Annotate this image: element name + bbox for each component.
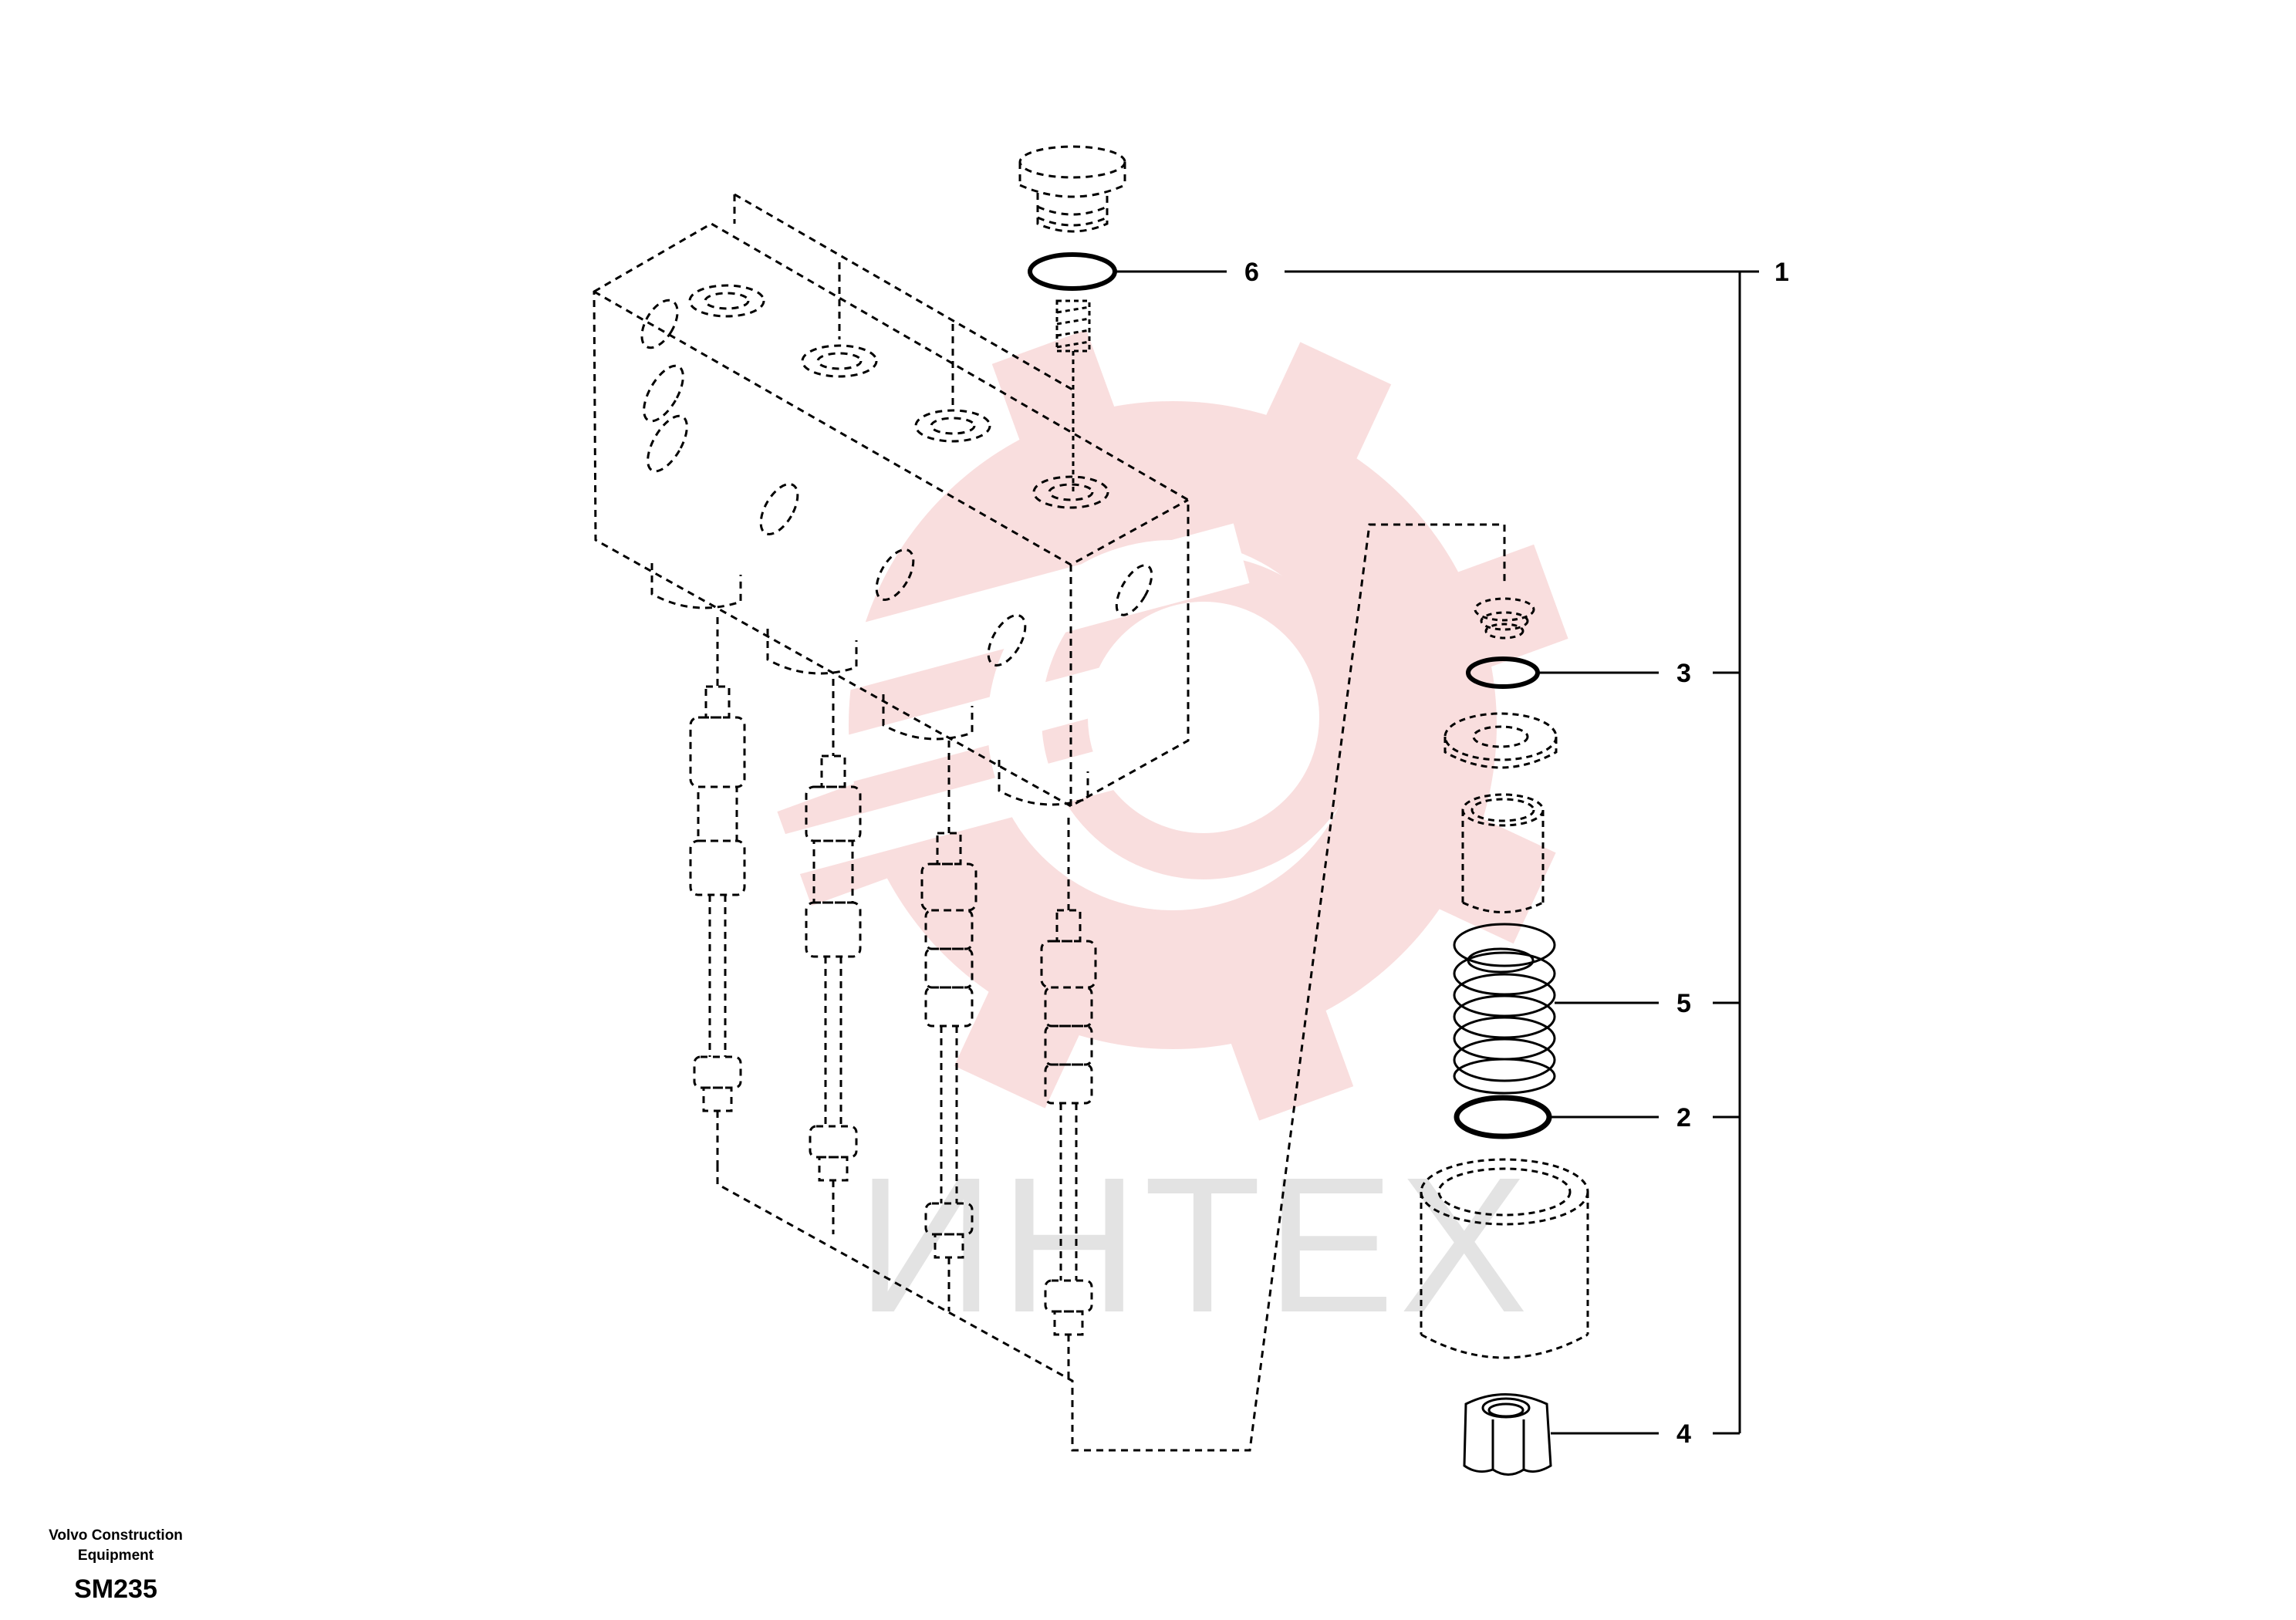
nut-4 (1463, 1393, 1552, 1476)
company-name-line1: Volvo Construction (49, 1527, 183, 1544)
callout-1: 1 (1774, 258, 1789, 287)
cylinder-housing (1420, 1158, 1589, 1359)
top-plug-assembly (1018, 145, 1126, 494)
sleeve (1461, 793, 1545, 913)
watermark-text: ИНТЕХ (856, 1137, 1532, 1352)
callout-4: 4 (1676, 1419, 1691, 1449)
spring-5 (1453, 923, 1556, 1095)
company-name-line2: Equipment (77, 1547, 154, 1564)
model-code: SM235 (74, 1574, 157, 1604)
callout-3: 3 (1676, 659, 1691, 688)
valve-spools (689, 523, 1506, 1452)
relief-valve-parts (1420, 597, 1589, 1476)
o-ring-2 (1454, 1095, 1552, 1139)
o-ring-6 (1028, 252, 1117, 291)
valve-block-housing (593, 193, 1190, 808)
callout-6: 6 (1244, 258, 1259, 287)
watermark-gear-logo (771, 329, 1568, 1121)
callout-2: 2 (1676, 1103, 1691, 1132)
callout-5: 5 (1676, 989, 1691, 1018)
brand-block: Volvo Construction Equipment SM235 (23, 1526, 208, 1605)
callout-leaders (1115, 270, 1759, 1435)
washer (1443, 712, 1558, 769)
